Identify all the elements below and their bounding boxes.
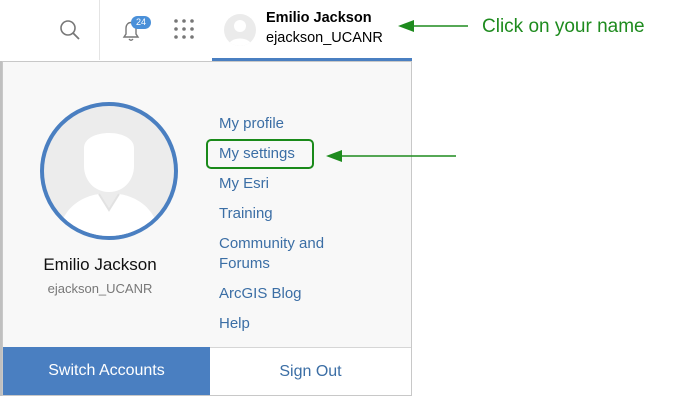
menu-item-arcgis-blog[interactable]: ArcGIS Blog <box>219 285 302 302</box>
my-settings-highlight <box>206 139 314 169</box>
profile-avatar <box>40 102 178 240</box>
menu-item-my-settings[interactable]: My settings <box>219 145 295 162</box>
menu-item-community-forums[interactable]: Community and Forums <box>219 235 325 272</box>
menu-item-training[interactable]: Training <box>219 205 273 222</box>
header-divider <box>99 0 100 60</box>
header-username: ejackson_UCANR <box>266 30 383 46</box>
header-bar: 24 Emilio Jackson ejackson_UCANR <box>0 0 412 60</box>
header-user-name: Emilio Jackson <box>266 10 372 26</box>
panel-edge <box>0 61 2 396</box>
menu-item-my-profile[interactable]: My profile <box>219 115 285 132</box>
sign-out-button[interactable]: Sign Out <box>210 347 411 395</box>
user-menu-button[interactable]: Emilio Jackson ejackson_UCANR <box>222 8 410 52</box>
profile-name: Emilio Jackson <box>43 255 157 274</box>
app-launcher-icon[interactable] <box>172 17 196 41</box>
menu-item-help[interactable]: Help <box>219 315 250 332</box>
profile-username: ejackson_UCANR <box>47 281 153 296</box>
avatar <box>224 14 256 46</box>
search-icon[interactable] <box>56 16 84 44</box>
active-indicator <box>212 58 412 61</box>
menu-item-my-esri[interactable]: My Esri <box>219 175 269 192</box>
callout-text: Click on your name <box>482 16 645 37</box>
switch-accounts-button[interactable]: Switch Accounts <box>3 347 210 395</box>
notification-count-badge: 24 <box>131 16 151 29</box>
profile-menu: My profile My settings My Esri Training … <box>219 114 399 344</box>
